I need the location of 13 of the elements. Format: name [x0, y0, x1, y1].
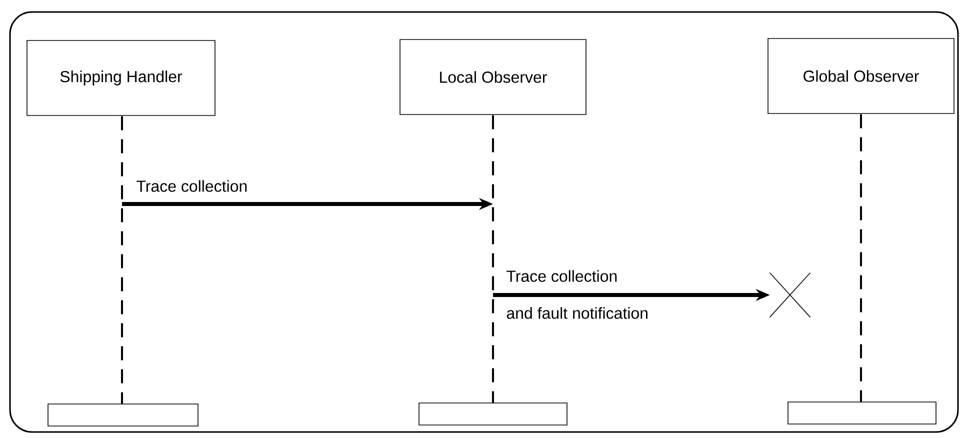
- edge-label: Trace collection: [506, 270, 617, 282]
- lifeline: [121, 116, 124, 404]
- edge-label: Trace collection: [136, 180, 247, 192]
- lifeline-end-bar: [48, 404, 198, 426]
- lifeline-end-bar: [418, 402, 568, 426]
- lifeline-end-bar: [788, 402, 936, 424]
- message-text: and fault notification: [506, 307, 648, 319]
- participant-box: Shipping Handler: [26, 40, 216, 116]
- participant-box: Local Observer: [400, 39, 586, 115]
- lifeline: [860, 114, 862, 402]
- lost-message-cross: [769, 272, 811, 318]
- participant-box: Global Observer: [768, 38, 954, 114]
- lifeline: [492, 115, 494, 403]
